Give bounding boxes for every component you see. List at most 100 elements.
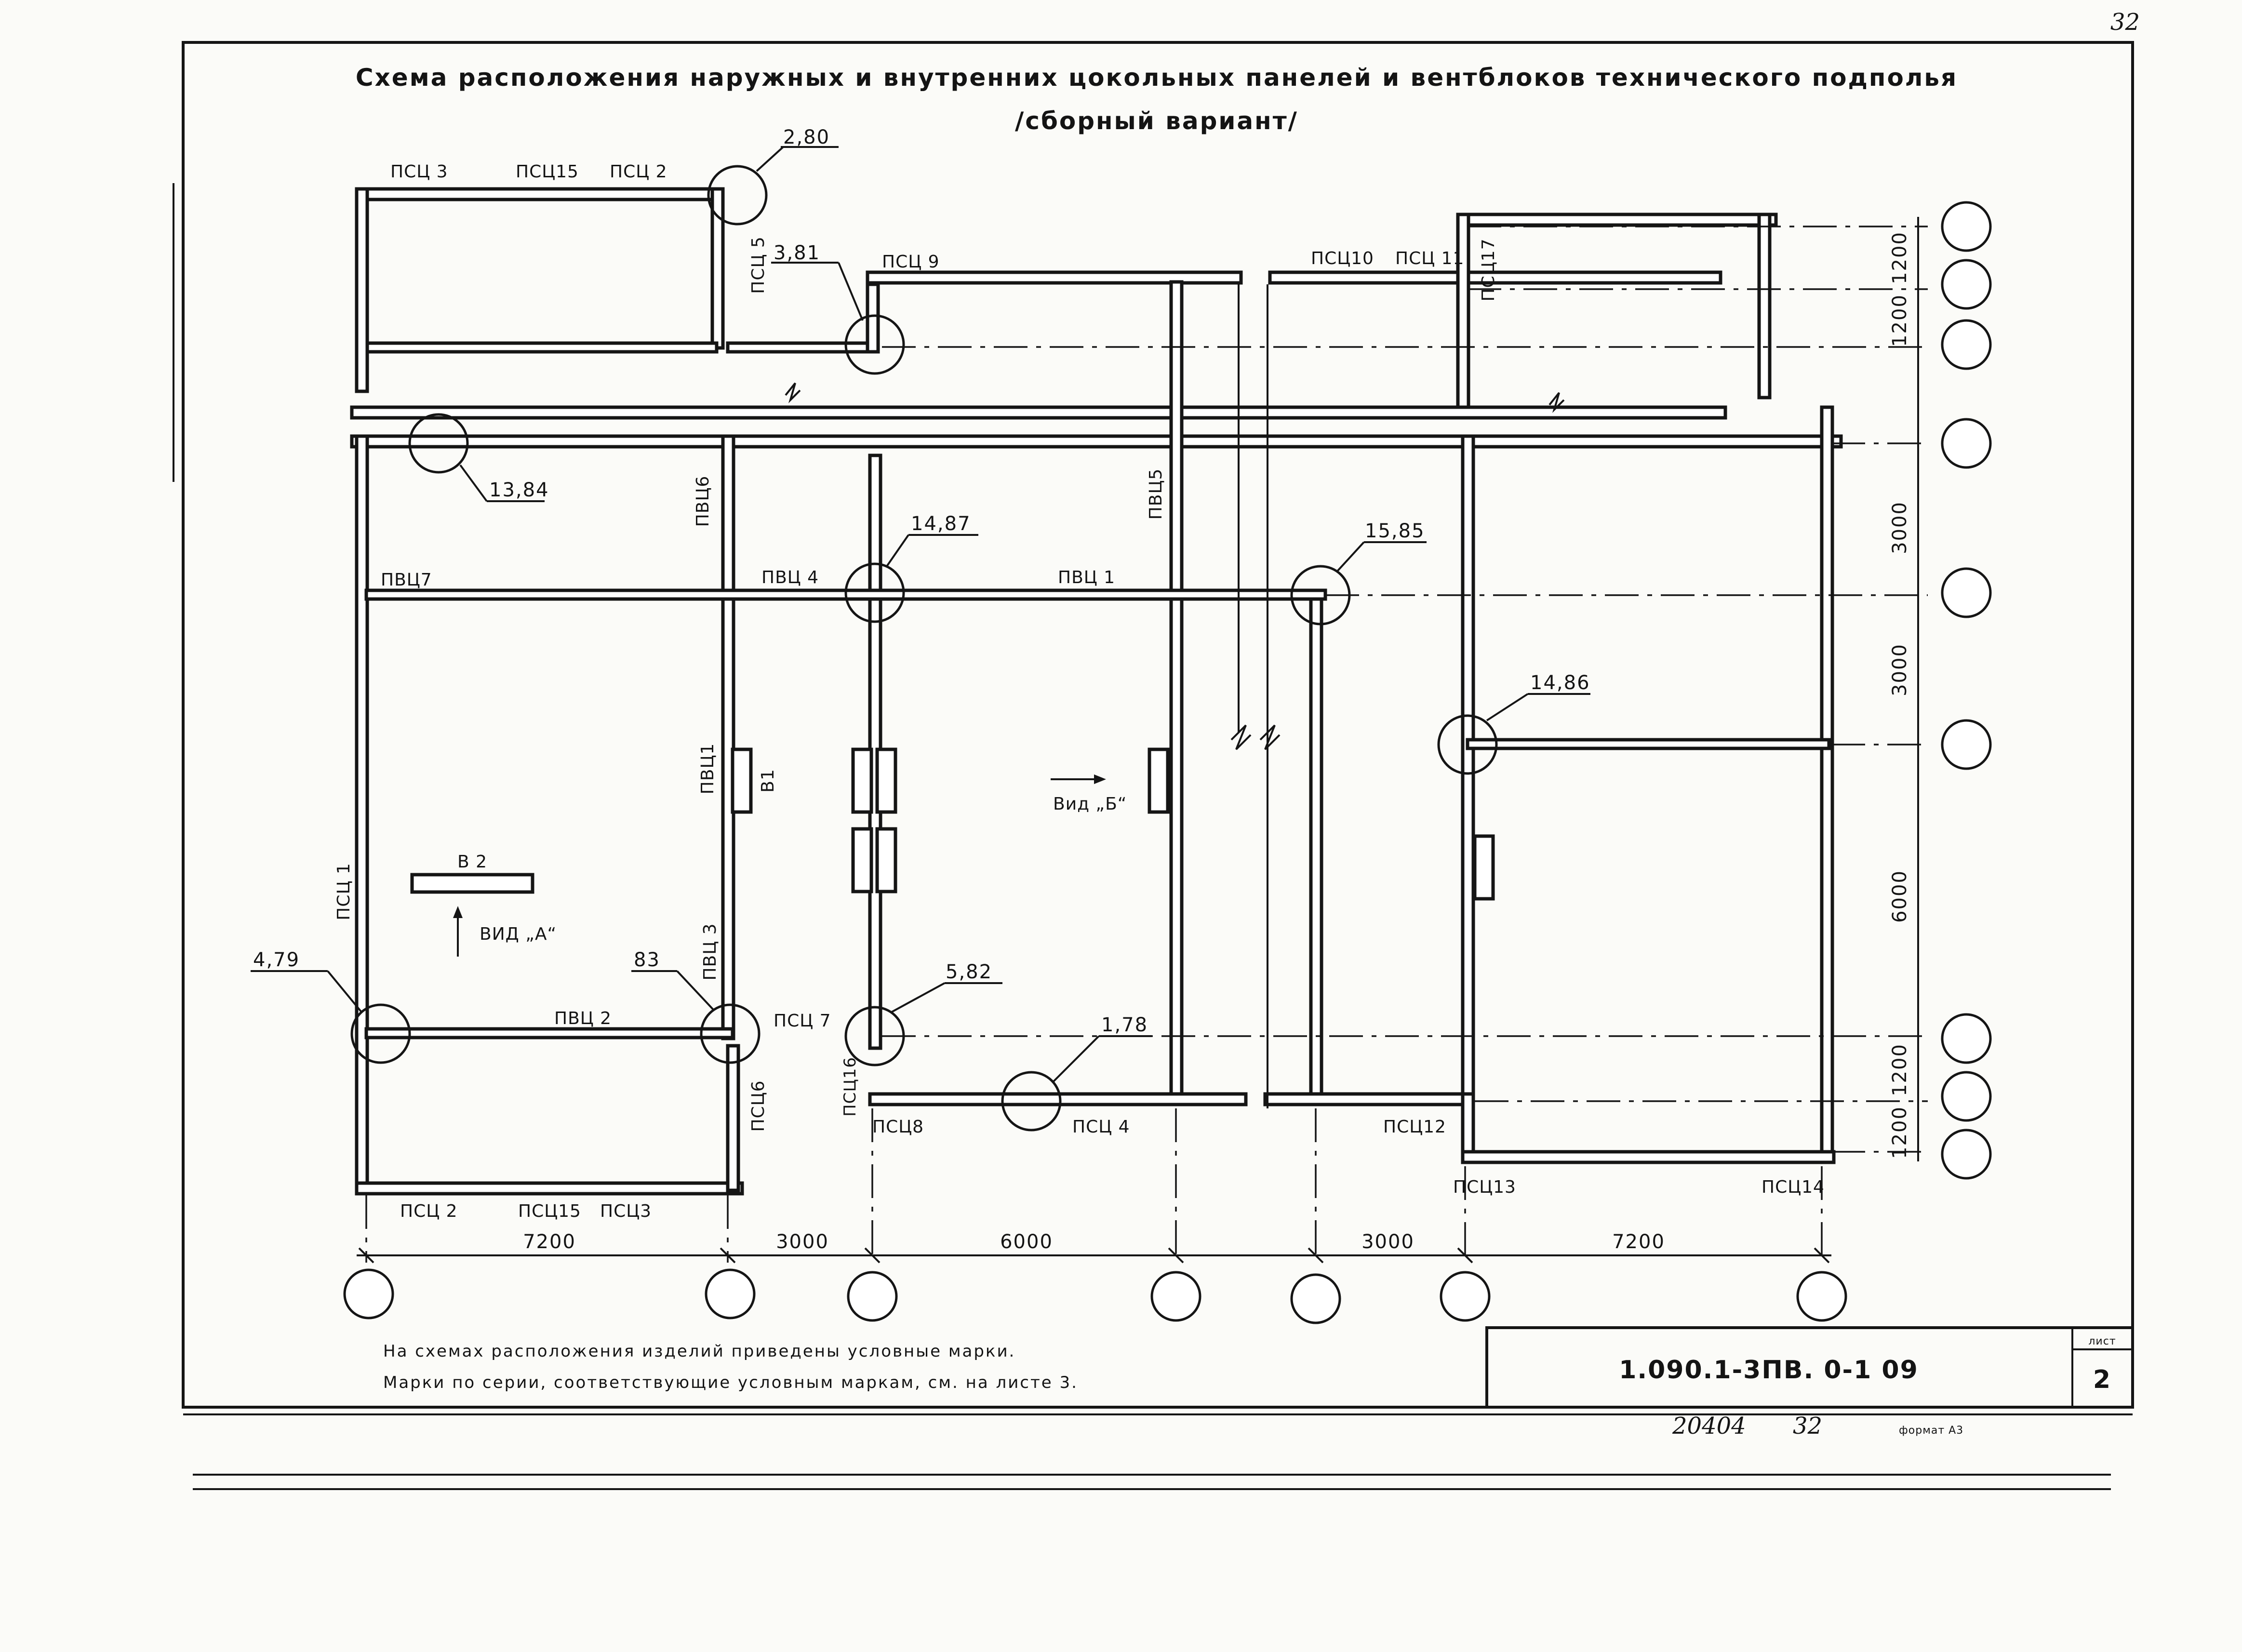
break-zigzag-right: [1259, 724, 1281, 750]
label-pstc9: ПСЦ 9: [882, 252, 940, 272]
leader-381: [838, 262, 864, 321]
node-circle-280: [707, 165, 768, 226]
axis-bubble-b7: [1796, 1271, 1847, 1322]
node-83-label: 83: [634, 949, 660, 971]
leader-582: [891, 982, 945, 1013]
vent-b2-label: В 2: [457, 852, 487, 872]
sheet-value: 2: [2093, 1365, 2111, 1394]
sheet-label: лист: [2088, 1335, 2116, 1347]
label-pstc7: ПСЦ 7: [774, 1011, 831, 1031]
walls: [350, 187, 1843, 1196]
wall-right-inner-vertical: [1461, 434, 1475, 1142]
node-1486-label: 14,86: [1530, 672, 1590, 694]
format-label: формат А3: [1899, 1425, 1963, 1437]
axis-bubble-r1: [1941, 201, 1992, 252]
title-block-frame: [1485, 1326, 2134, 1409]
node-1487-label: 14,87: [911, 513, 971, 535]
view-a-label: ВИД „А“: [480, 924, 557, 944]
title-line1: Схема расположения наружных и внутренних…: [356, 64, 1958, 92]
label-pstc13: ПСЦ13: [1453, 1177, 1516, 1197]
label-pstc15-top: ПСЦ15: [516, 162, 579, 182]
axis-lines: [365, 226, 1928, 1263]
node-circle-1384: [408, 413, 469, 474]
dim-tick-2: [720, 1247, 736, 1264]
dim-tick-6: [1457, 1247, 1473, 1264]
axis-bubble-r6: [1941, 719, 1992, 770]
vent-blocks: В1 В 2: [410, 747, 1495, 901]
view-b-arrow-head: [1094, 774, 1106, 784]
break-mark-corridor-2: [1548, 392, 1565, 413]
dim-bottom-2: 3000: [776, 1231, 829, 1253]
title-line2: /сборный вариант/: [1015, 107, 1298, 135]
node-circle-381: [844, 314, 905, 375]
break-line-pair: [1238, 284, 1268, 1108]
vent-block-b2: [410, 873, 534, 894]
label-pstc16: ПСЦ16: [841, 1057, 860, 1117]
node-381-label: 3,81: [774, 242, 820, 264]
node-280-label: 2,80: [783, 126, 830, 148]
wall-node1585-vertical: [1309, 591, 1323, 1106]
node-circle-582: [844, 1006, 905, 1066]
wall-pvts6-pvts1: [721, 434, 735, 1040]
view-b-label: Вид „Б“: [1053, 794, 1127, 814]
dim-tick-7: [1814, 1247, 1830, 1264]
dim-tick-5: [1308, 1247, 1324, 1264]
dim-right-top-2: 1200: [1889, 294, 1911, 347]
wall-pvts2: [364, 1027, 734, 1039]
wall-pvts5: [1169, 280, 1184, 1103]
wall-tl-inner: [365, 341, 719, 354]
vent-b1-label: В1: [758, 769, 778, 793]
vent-block-right: [1148, 747, 1170, 814]
dim-right-mid-1: 3000: [1889, 501, 1911, 554]
sheet-number: 32: [2110, 9, 2140, 36]
vent-block-mid-1: [851, 747, 873, 814]
axis-bubble-r5: [1941, 567, 1992, 618]
break-marks: [785, 284, 1565, 1108]
label-pstc14: ПСЦ14: [1762, 1177, 1825, 1197]
label-pstc5: ПСЦ 5: [748, 236, 768, 294]
vent-block-far-right: [1473, 834, 1495, 901]
wall-pstc10: [1268, 270, 1722, 285]
axis-bubble-r7: [1941, 1013, 1992, 1064]
wall-right-top: [1456, 213, 1778, 227]
dim-right-mid-2: 3000: [1889, 643, 1911, 696]
wall-pstc12: [1263, 1092, 1469, 1106]
node-circle-1487: [844, 562, 905, 623]
axis-bubble-r4: [1941, 418, 1992, 469]
wall-pstc12-corner: [1461, 1092, 1475, 1159]
leader-479: [327, 970, 362, 1013]
note-line1: На схемах расположения изделий приведены…: [383, 1342, 1015, 1361]
leader-1585: [1336, 541, 1365, 572]
dim-tick-1: [358, 1247, 374, 1264]
wall-node381: [866, 282, 880, 354]
node-1585-label: 15,85: [1365, 520, 1425, 542]
label-pstc11: ПСЦ 11: [1395, 249, 1464, 268]
archive-page: 32: [1793, 1412, 1822, 1439]
wall-pstc9: [866, 270, 1243, 285]
node-callouts: 2,80 3,81 13,84 14,87 15,85 14,86 4,79 8…: [251, 126, 1590, 1132]
axis-bubble-b6: [1440, 1271, 1491, 1322]
dim-bottom-4: 3000: [1361, 1231, 1415, 1253]
label-pstc8: ПСЦ8: [872, 1117, 924, 1137]
dim-bottom-5: 7200: [1612, 1231, 1665, 1253]
label-pvts3: ПВЦ 3: [700, 923, 720, 980]
leader-1487: [886, 534, 909, 567]
label-pstc4: ПСЦ 4: [1072, 1117, 1130, 1137]
axis-bubble-b2: [705, 1268, 756, 1319]
axis-bubble-r2: [1941, 259, 1992, 310]
node-582-label: 5,82: [946, 961, 992, 983]
leader-178: [1052, 1035, 1100, 1083]
wall-corridor-top: [350, 405, 1727, 420]
wall-corridor-bottom: [350, 434, 1843, 449]
dim-right-bottom-2: 1200: [1889, 1106, 1911, 1159]
node-circle-83: [700, 1003, 761, 1064]
wall-pstc13-pstc14: [1461, 1150, 1836, 1164]
label-pvts7: ПВЦ7: [381, 570, 432, 590]
wall-left-upper: [355, 187, 369, 393]
title-block: 1.090.1-3ПВ. 0-1 09 лист 2: [1485, 1326, 2134, 1409]
view-markers: ВИД „А“ Вид „Б“: [453, 774, 1127, 957]
label-pstc10: ПСЦ10: [1311, 249, 1374, 268]
vent-block-mid-4: [875, 827, 897, 893]
dim-bottom-3: 6000: [1000, 1231, 1053, 1253]
axis-bubble-r9: [1941, 1129, 1992, 1180]
